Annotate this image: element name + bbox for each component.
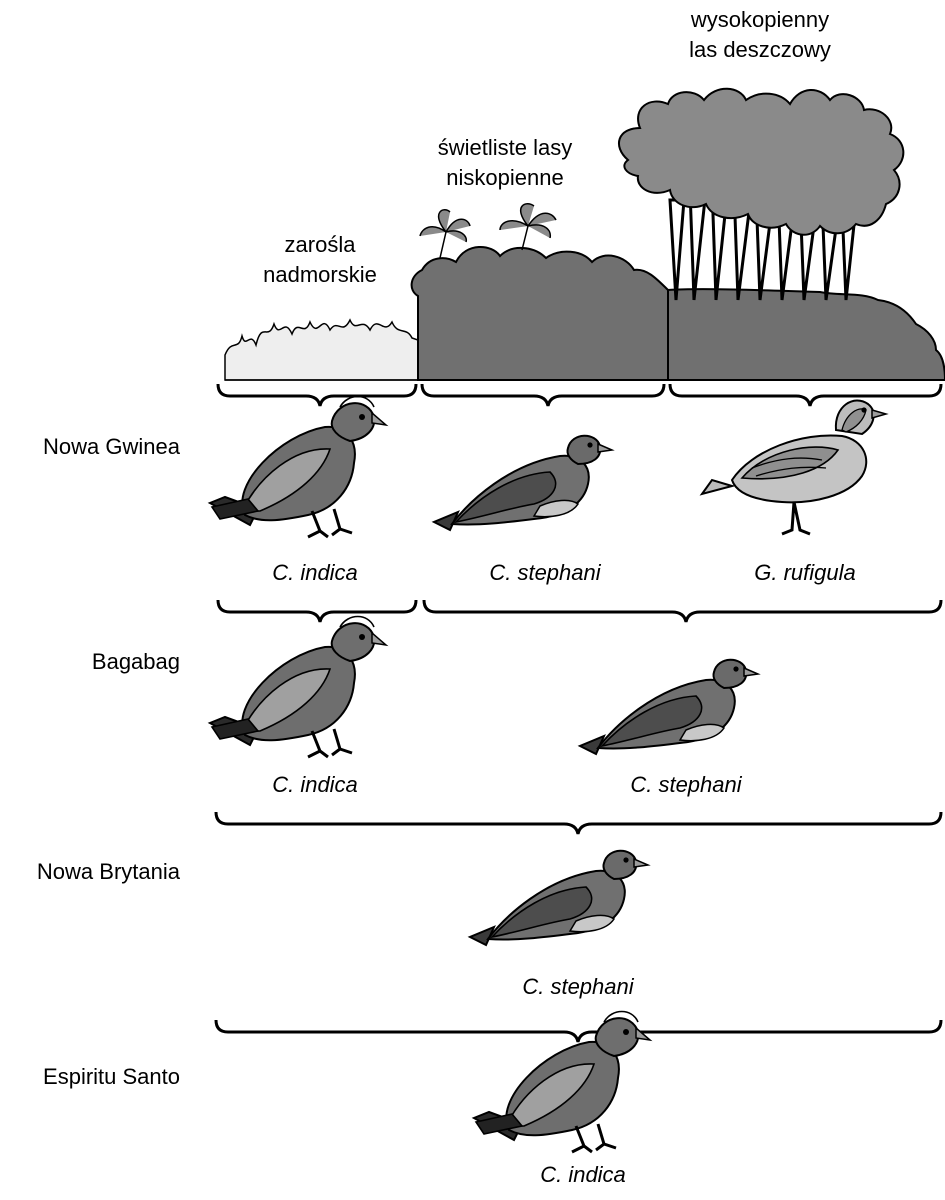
brace-bagabag — [214, 811, 943, 835]
brace-ng-forest — [422, 599, 943, 623]
scrub-area — [224, 318, 419, 381]
habitat-label-line: las deszczowy — [689, 37, 831, 62]
habitat-label-rainforest: wysokopienny las deszczowy — [650, 5, 870, 65]
brace-lowland — [420, 383, 666, 407]
braces — [214, 383, 943, 1043]
bird-g-rufigula-icon — [700, 398, 888, 536]
brace-scrub — [216, 383, 418, 407]
habitat-label-lowland-forest: świetliste lasy niskopienne — [405, 133, 605, 193]
brace-ng-scrub — [216, 599, 418, 623]
lowland-forest-area — [410, 246, 669, 381]
bird-c-indica-icon — [208, 395, 388, 539]
rainforest-canopy — [617, 87, 905, 236]
island-label-new-britain: Nowa Brytania — [36, 859, 180, 884]
habitat-label-line: nadmorskie — [263, 262, 377, 287]
species-label: C. indica — [272, 772, 358, 797]
brace-newbritain — [214, 1019, 943, 1043]
species-label: C. stephani — [630, 772, 742, 797]
bird-c-stephani-icon — [579, 658, 759, 755]
habitat-label-line: niskopienne — [446, 165, 564, 190]
island-label-bagabag: Bagabag — [91, 649, 180, 674]
species-label: G. rufigula — [754, 560, 856, 585]
bird-c-indica-icon — [208, 615, 388, 759]
species-label: C. stephani — [489, 560, 601, 585]
habitat-label-line: zarośla — [284, 232, 356, 257]
habitat-scene — [224, 87, 945, 381]
habitat-label-line: wysokopienny — [690, 7, 830, 32]
island-label-espiritu-santo: Espiritu Santo — [43, 1064, 180, 1089]
island-label-new-guinea: Nowa Gwinea — [43, 434, 180, 459]
brace-rainforest — [668, 383, 943, 407]
palm-trees — [419, 203, 557, 259]
bird-c-stephani-icon — [469, 849, 649, 946]
habitat-label-scrub: zarośla nadmorskie — [225, 230, 415, 290]
bird-c-stephani-icon — [433, 434, 613, 531]
species-label: C. indica — [540, 1162, 626, 1187]
rainforest-ground — [667, 288, 945, 381]
habitat-label-line: świetliste lasy — [437, 135, 573, 160]
species-label: C. stephani — [522, 974, 634, 999]
species-label: C. indica — [272, 560, 358, 585]
